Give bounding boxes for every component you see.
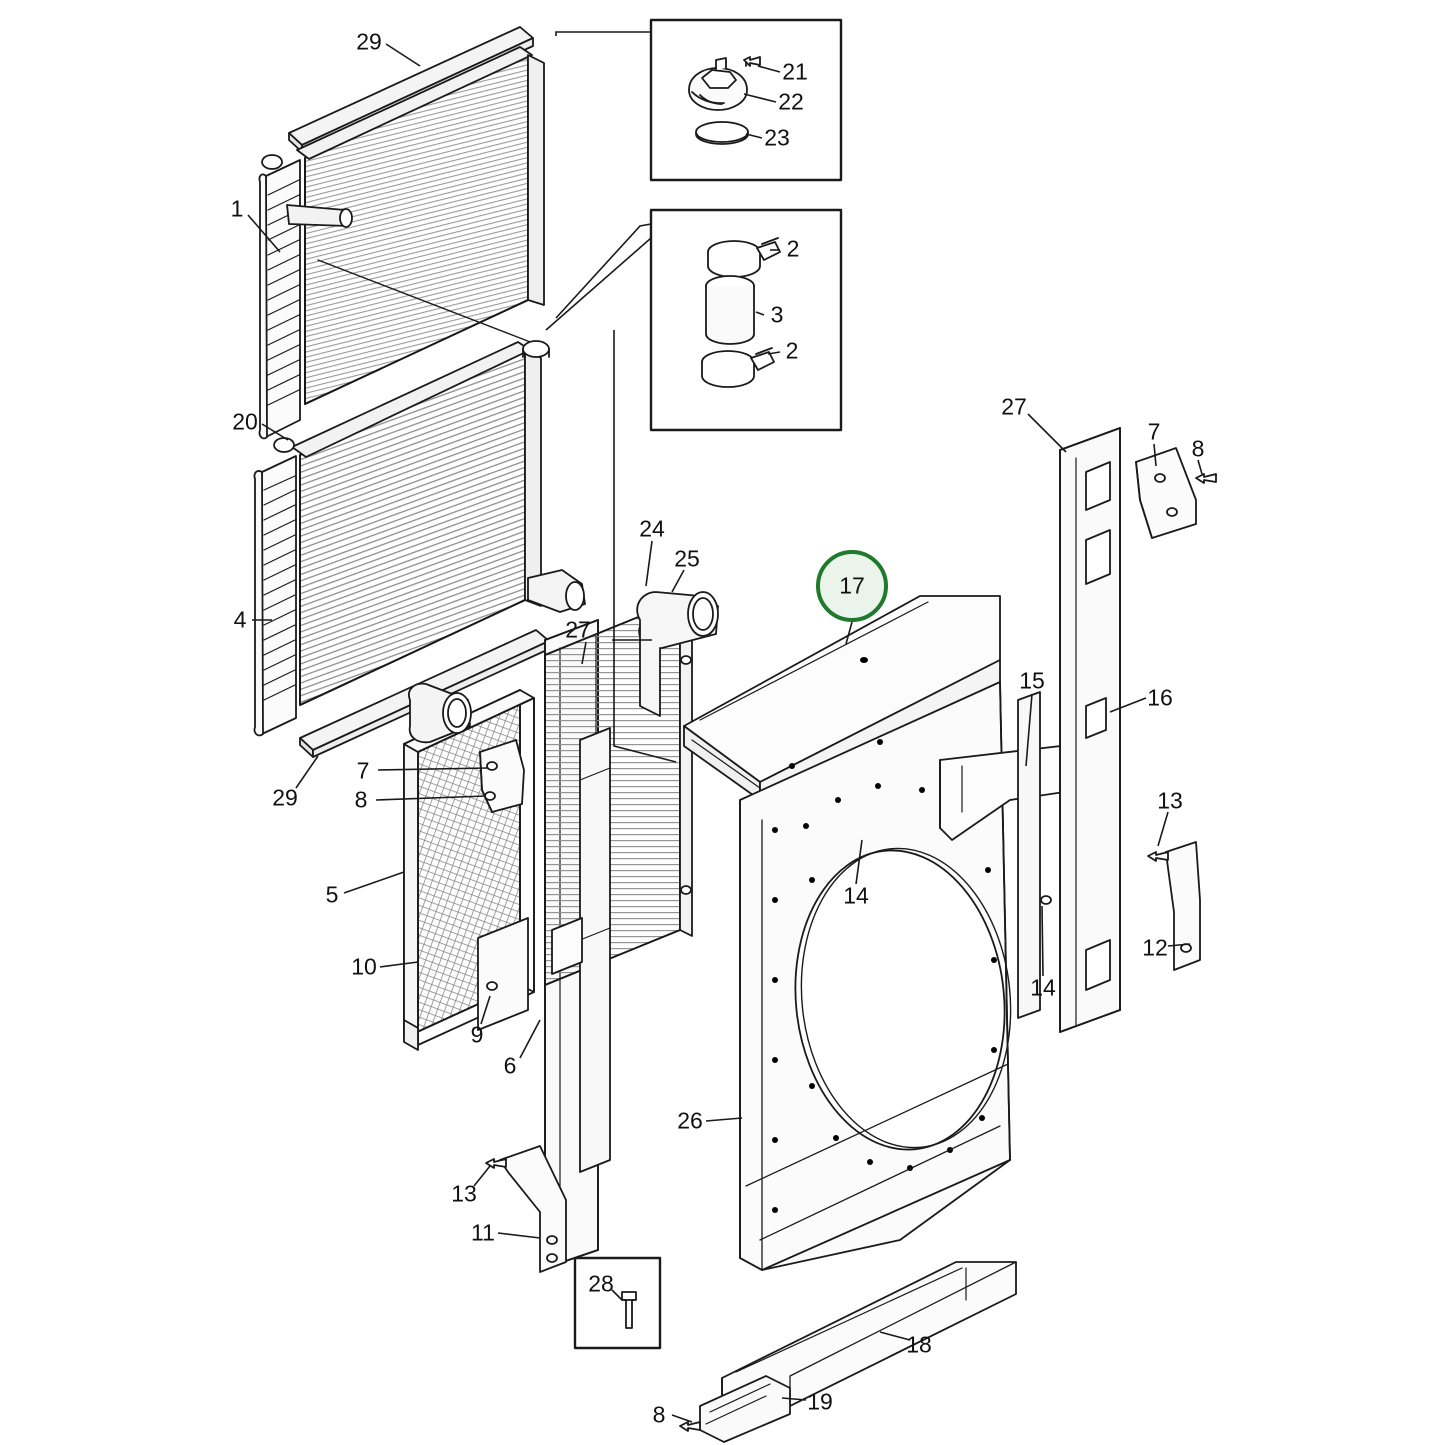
part-4-radiator-core [291,341,542,706]
callout-1: 1 [230,195,244,222]
callout-13-right: 13 [1157,787,1183,814]
callout-19: 19 [807,1388,833,1415]
part-11-bracket [485,1145,567,1273]
callout-6: 6 [503,1052,517,1079]
callout-8-bottom: 8 [652,1401,666,1428]
part-12-bracket [1147,841,1201,971]
highlight-ring-17 [816,550,888,622]
part-1-radiator-core [296,46,545,405]
callout-15: 15 [1019,667,1045,694]
callout-5: 5 [325,881,339,908]
part-24-elbow [636,591,719,717]
inset-cap-assembly [649,18,843,182]
callout-26: 26 [677,1107,703,1134]
inset-bolt-28 [573,1256,662,1350]
part-19-mount [679,1375,791,1443]
callout-8-right: 8 [1191,435,1205,462]
callout-7-right: 7 [1147,418,1161,445]
callout-11: 11 [471,1219,495,1246]
part-20-neck [522,340,550,358]
callout-18: 18 [906,1331,932,1358]
leader-lines [247,31,1203,1423]
callout-17: 17 [839,572,865,599]
part-1-left-tank [258,154,353,440]
callout-27-right: 27 [1001,393,1027,420]
callout-14-right: 14 [1030,974,1056,1001]
part-16-right-rail [1059,427,1121,1033]
callout-12: 12 [1142,934,1168,961]
callout-29-upper: 29 [356,28,382,55]
callout-28: 28 [588,1270,614,1297]
part-15-rail [1017,691,1041,1019]
part-7-bracket-left [479,739,525,813]
callout-2-upper: 2 [786,235,800,262]
callout-21: 21 [782,58,808,85]
part-4-outlet-neck [527,569,586,613]
callout-25: 25 [674,545,700,572]
part-7-bracket-right [1135,447,1217,539]
callout-20: 20 [232,408,258,435]
callout-27-left: 27 [565,616,591,643]
inset-hose-clamps [649,208,843,432]
callout-16: 16 [1147,684,1173,711]
callout-4: 4 [233,606,247,633]
callout-9: 9 [470,1021,484,1048]
callout-8-left: 8 [354,786,368,813]
callout-29-lower: 29 [272,784,298,811]
callout-2-lower: 2 [785,337,799,364]
callout-23: 23 [764,124,790,151]
part-4-left-tank [253,437,297,737]
callout-3: 3 [770,301,784,328]
callout-13-left: 13 [451,1180,477,1207]
callout-10: 10 [351,953,377,980]
part-9-plate [477,917,529,1031]
callout-7-left: 7 [356,757,370,784]
part-27-beam [551,727,611,1173]
callout-24: 24 [639,515,665,542]
callout-14-left: 14 [843,882,869,909]
callout-22: 22 [778,88,804,115]
